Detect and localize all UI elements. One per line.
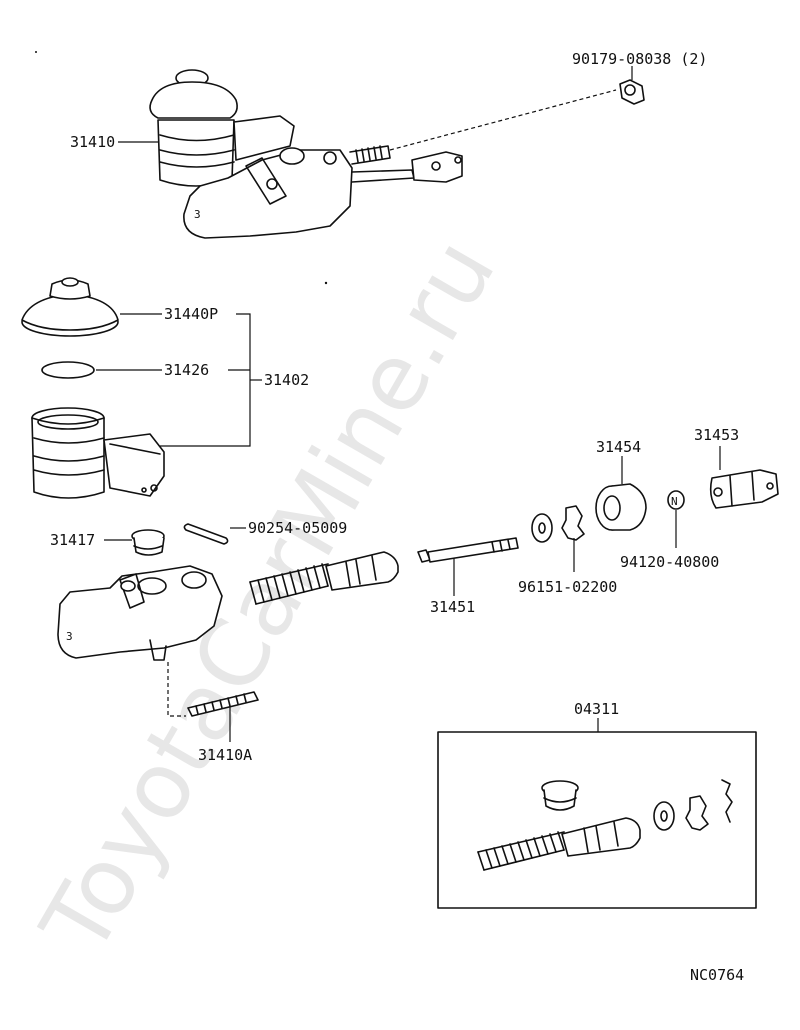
group-bracket [160,313,251,447]
port-mark: 3 [194,208,201,221]
nut-94120: N [667,490,685,510]
label-04311: 04311 [574,700,619,718]
label-31440P: 31440P [164,305,218,323]
master-cylinder-assembly-31410: 3 [149,69,463,239]
grommet-31417 [131,529,165,556]
port-mark-lower: 3 [66,630,73,643]
pushrod-31451 [417,537,519,563]
repair-kit-box [437,731,757,909]
label-94120-40800: 94120-40800 [620,553,719,571]
nut-90179 [619,79,645,105]
label-90254-05009: 90254-05009 [248,519,347,537]
label-31410A: 31410A [198,746,252,764]
reservoir-cap-31440P [21,277,119,337]
dashed-guide-line [389,89,617,151]
diagram-code: NC0764 [690,966,744,984]
pin-90254 [183,523,229,545]
label-31426: 31426 [164,361,209,379]
svg-text:N: N [671,495,678,508]
label-31453: 31453 [694,426,739,444]
clevis-31453 [709,469,779,509]
label-31417: 31417 [50,531,95,549]
cylinder-body: 3 [57,565,223,661]
label-96151-02200: 96151-02200 [518,578,617,596]
reservoir-tank-31402 [31,407,165,499]
diaphragm-31426 [41,361,95,379]
label-31402: 31402 [264,371,309,389]
label-90179-08038: 90179-08038 (2) [572,50,707,68]
label-31454: 31454 [596,438,641,456]
dashed-guide-line-stud [167,662,186,717]
stud-31410A [187,691,259,717]
label-31451: 31451 [430,598,475,616]
boot-31454 [595,483,647,531]
repair-kit-parts [477,779,733,871]
piston-spring-assembly [249,551,399,605]
label-31410: 31410 [70,133,115,151]
washer-clip-96151 [531,505,585,543]
